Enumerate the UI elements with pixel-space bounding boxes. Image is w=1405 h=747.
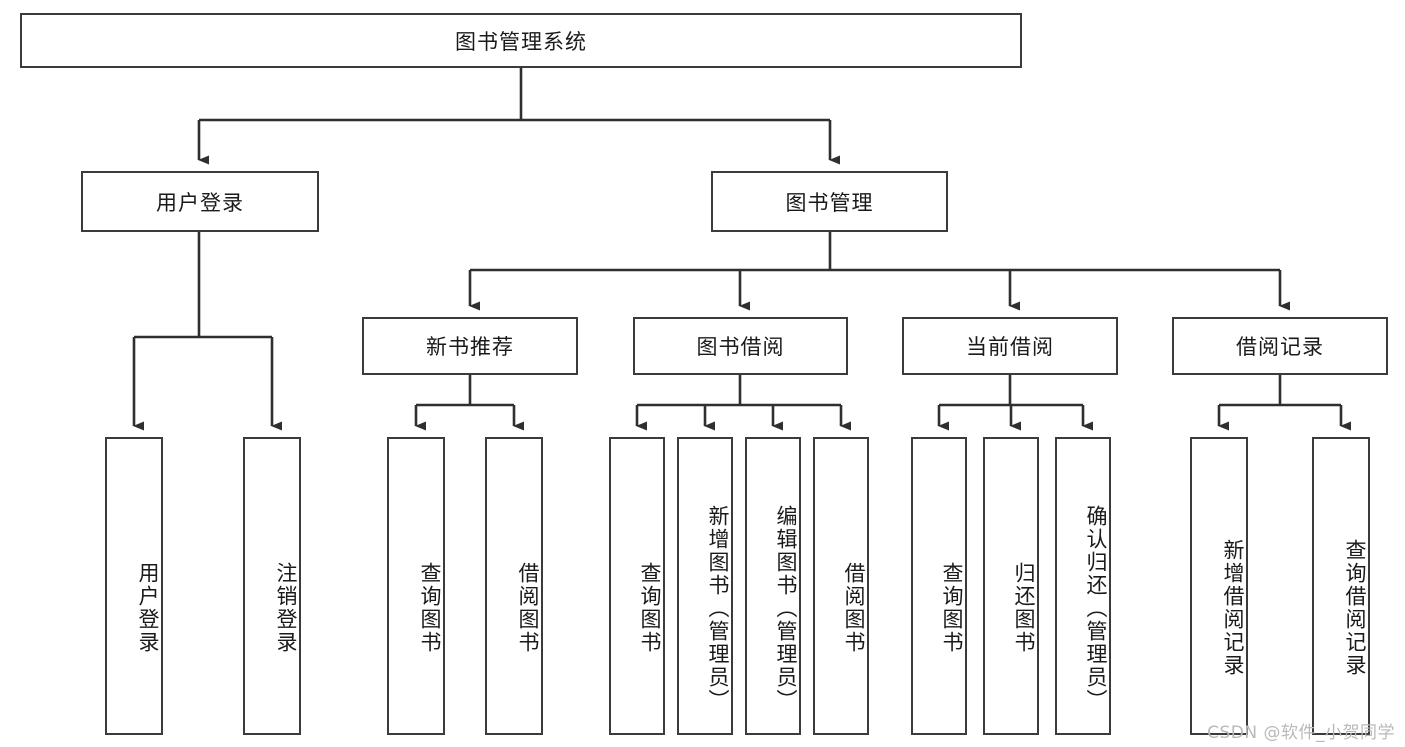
node-leaf-add-book[interactable]: 新增图书（管理员）: [677, 437, 733, 735]
node-current-borrow[interactable]: 当前借阅: [902, 317, 1118, 375]
node-leaf-borrow-book[interactable]: 借阅图书: [813, 437, 869, 735]
node-leaf-borrow-book-rec[interactable]: 借阅图书: [485, 437, 543, 735]
node-leaf-query-book-current[interactable]: 查询图书: [911, 437, 967, 735]
node-leaf-query-book-borrow[interactable]: 查询图书: [609, 437, 665, 735]
node-leaf-edit-book[interactable]: 编辑图书（管理员）: [745, 437, 801, 735]
node-leaf-logout[interactable]: 注销登录: [243, 437, 301, 735]
node-leaf-confirm-return[interactable]: 确认归还（管理员）: [1055, 437, 1111, 735]
node-user-login[interactable]: 用户登录: [81, 171, 319, 232]
node-leaf-query-record[interactable]: 查询借阅记录: [1312, 437, 1370, 735]
node-new-book-recommend[interactable]: 新书推荐: [362, 317, 578, 375]
node-leaf-user-login[interactable]: 用户登录: [105, 437, 163, 735]
csdn-watermark: CSDN @软件_小贺同学: [1207, 723, 1395, 743]
node-borrow-record[interactable]: 借阅记录: [1172, 317, 1388, 375]
node-root[interactable]: 图书管理系统: [20, 13, 1022, 68]
node-leaf-query-book-rec[interactable]: 查询图书: [387, 437, 445, 735]
node-book-borrow[interactable]: 图书借阅: [633, 317, 848, 375]
node-leaf-add-record[interactable]: 新增借阅记录: [1190, 437, 1248, 735]
node-leaf-return-book[interactable]: 归还图书: [983, 437, 1039, 735]
node-book-manage[interactable]: 图书管理: [711, 171, 948, 232]
